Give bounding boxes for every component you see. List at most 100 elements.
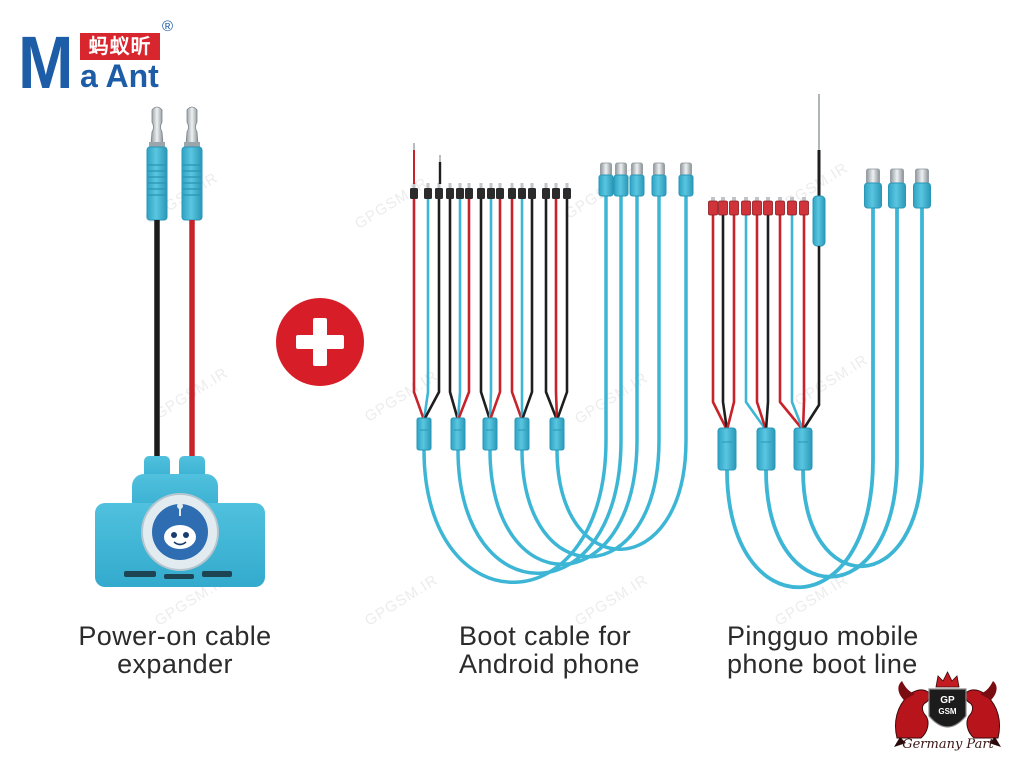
caption-android-boot-cable: Boot cable for Android phone — [459, 622, 640, 678]
test-wire — [755, 214, 768, 431]
clip-tip — [426, 183, 430, 189]
wire-clip — [435, 188, 443, 199]
test-wire — [488, 198, 493, 421]
usb-c-tip — [615, 162, 627, 177]
wire-clip — [799, 200, 809, 216]
usb-c-body — [629, 174, 645, 197]
clip-tip — [790, 197, 794, 202]
wire-clip — [552, 188, 560, 199]
clip-tip — [412, 183, 416, 189]
badge-shield — [928, 688, 967, 728]
plug-collar — [184, 142, 200, 148]
brand-logo-name: a Ant — [80, 58, 159, 94]
test-wire — [422, 198, 430, 421]
test-wire — [448, 198, 460, 421]
wire-clip — [496, 188, 504, 199]
registered-mark: ® — [162, 18, 174, 35]
crown-icon — [935, 671, 960, 688]
plug-collar — [149, 142, 165, 148]
caption-line: phone boot line — [727, 649, 918, 679]
usb-c-tip — [600, 162, 612, 177]
lion-left-icon — [894, 681, 930, 747]
clip-tip — [510, 183, 514, 189]
robot-logo-icon — [141, 493, 219, 571]
caption-power-on-cable-expander: Power-on cable expander — [40, 622, 310, 678]
caption-pingguo-boot-line: Pingguo mobile phone boot line — [727, 622, 919, 678]
wire-clip — [518, 188, 526, 199]
usb-c-tip — [866, 168, 880, 185]
test-wire — [520, 198, 534, 421]
usb-c-body — [864, 182, 882, 209]
wire-clip — [729, 200, 739, 216]
clip-tip — [711, 197, 715, 202]
probe-sleeve — [812, 195, 826, 247]
wire-clip — [718, 200, 728, 216]
test-wire — [801, 214, 806, 431]
expander-box — [95, 456, 265, 587]
splitter-connector — [793, 427, 813, 471]
wire-clip — [477, 188, 485, 199]
cable-loop — [801, 207, 924, 569]
clip-tip — [530, 183, 534, 189]
caption-line: Pingguo mobile — [727, 621, 919, 651]
clip-tip — [755, 197, 759, 202]
splitter-connector — [416, 417, 432, 451]
box-slot — [202, 571, 232, 577]
clip-tip — [778, 197, 782, 202]
clip-tip — [732, 197, 736, 202]
test-wire — [479, 198, 492, 421]
test-wire — [510, 198, 524, 421]
cable-loop — [520, 194, 661, 559]
test-wire — [422, 198, 441, 421]
banana-plug-black — [146, 106, 168, 462]
cable-loop — [456, 194, 623, 575]
clip-tip — [448, 183, 452, 189]
splitter-connector — [450, 417, 466, 451]
cable-loop — [725, 207, 875, 590]
wire-clip — [763, 200, 773, 216]
test-wire — [544, 198, 559, 421]
probe-wire — [801, 246, 821, 431]
usb-c-body — [651, 174, 667, 197]
clip-tip — [498, 183, 502, 189]
wire-clip — [708, 200, 718, 216]
splitter-connector — [514, 417, 530, 451]
usb-c-tip — [890, 168, 904, 185]
plug-tip — [185, 106, 199, 145]
cable-loop — [555, 194, 688, 551]
splitter-connector — [549, 417, 565, 451]
test-wire — [764, 214, 770, 431]
plug-ridges — [183, 164, 201, 196]
clip-tip — [479, 183, 483, 189]
usb-c-body — [888, 182, 906, 209]
usb-c-tip — [631, 162, 643, 177]
usb-c-tip — [680, 162, 692, 177]
clip-tip — [565, 183, 569, 189]
clip-tip — [721, 197, 725, 202]
clip-tip — [467, 183, 471, 189]
test-wire — [456, 198, 462, 421]
usb-c-body — [678, 174, 694, 197]
dealer-logo-label: Germany Part — [902, 737, 994, 752]
wire-clip — [741, 200, 751, 216]
usb-c-body — [598, 174, 614, 197]
test-wire — [778, 214, 805, 431]
cable-loop — [422, 194, 608, 584]
pingguo-boot-line — [708, 94, 931, 590]
splitter-connector — [756, 427, 776, 471]
wire-clip — [752, 200, 762, 216]
test-wire — [412, 198, 426, 421]
caption-line: Boot cable for — [459, 621, 632, 651]
banana-plug-red — [181, 106, 203, 462]
test-wire — [744, 214, 768, 431]
wire-clip — [446, 188, 454, 199]
clip-tip — [744, 197, 748, 202]
brand-logo-chinese: 蚂蚁昕 — [80, 33, 160, 60]
usb-c-body — [913, 182, 931, 209]
clip-tip — [554, 183, 558, 189]
power-on-cable-expander — [95, 106, 265, 587]
cable-loop — [764, 207, 899, 579]
wire-clip — [410, 188, 418, 199]
splitter-connector — [482, 417, 498, 451]
